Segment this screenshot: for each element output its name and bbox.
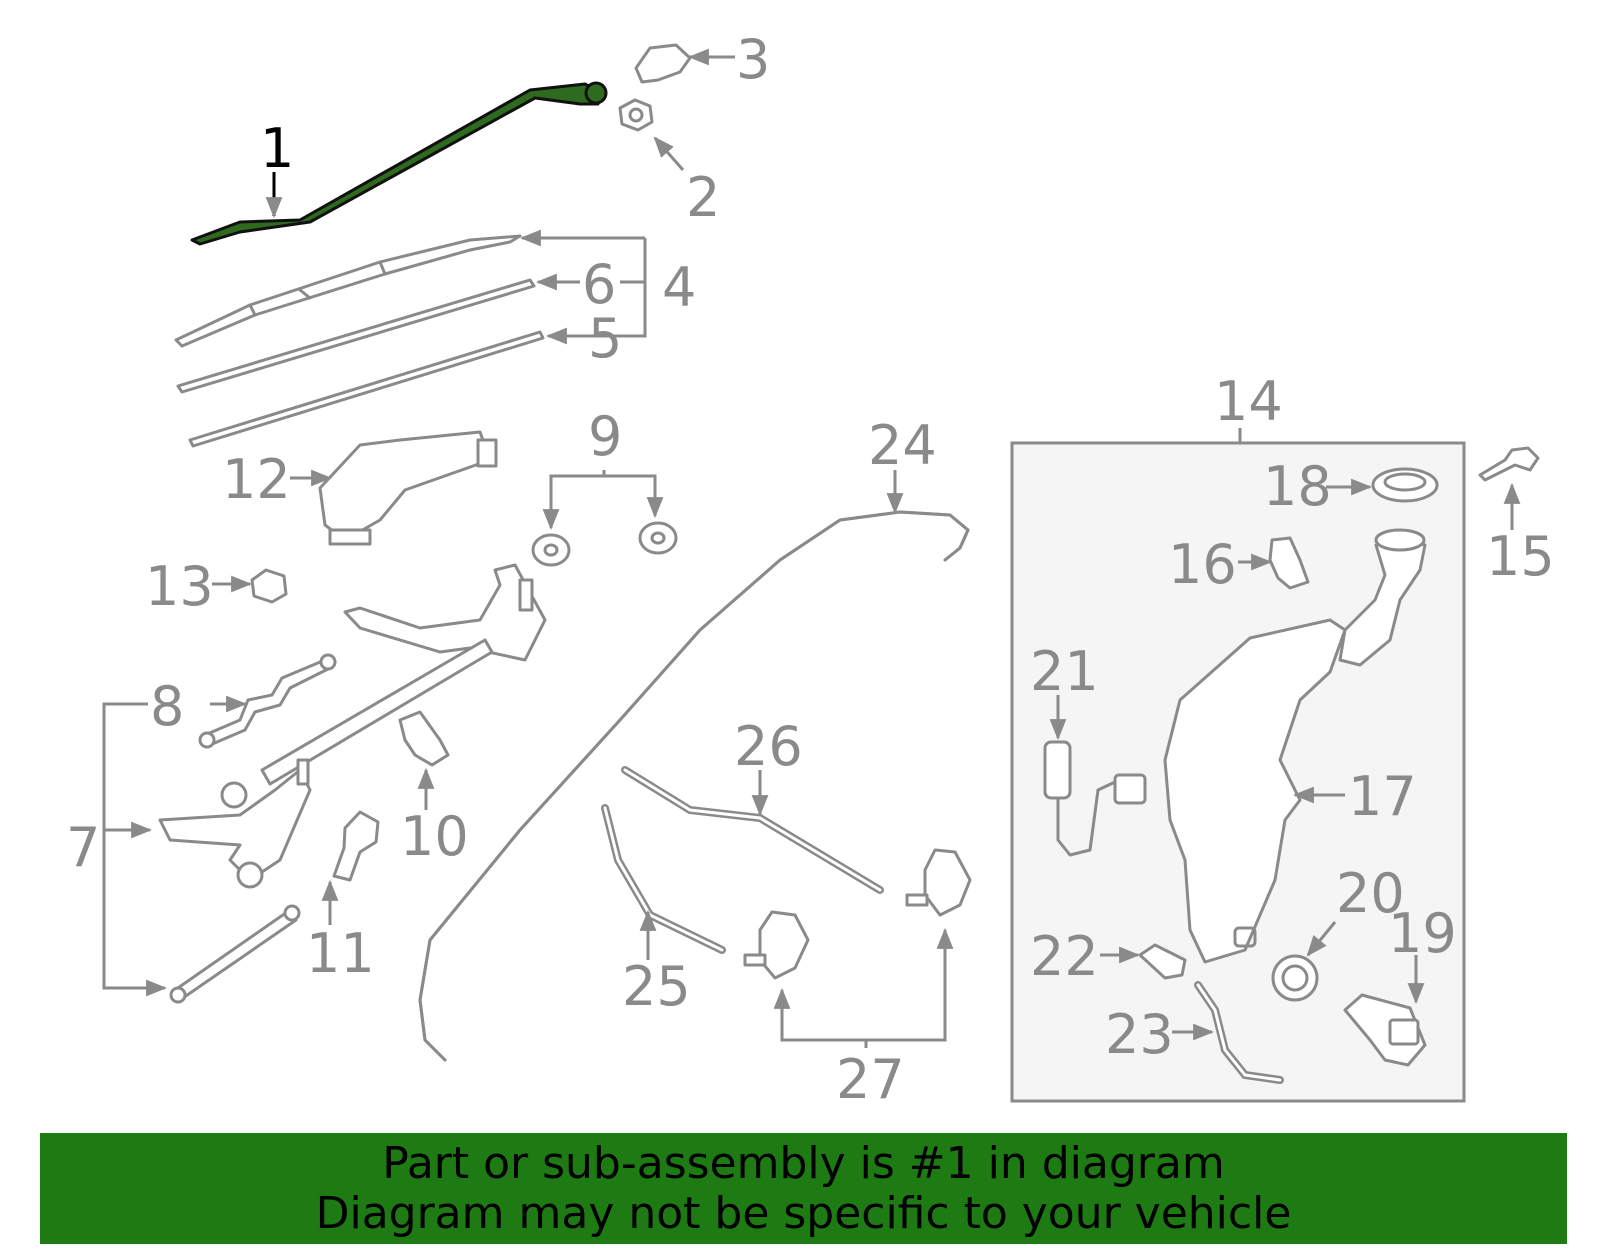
callout-25: 25 xyxy=(622,955,691,1018)
callout-9: 9 xyxy=(588,405,622,468)
callout-15: 15 xyxy=(1486,525,1555,588)
callout-5: 5 xyxy=(588,307,622,370)
callout-1: 1 xyxy=(260,117,294,180)
callout-24: 24 xyxy=(868,414,937,477)
washer-nozzle-part-27 xyxy=(743,848,972,980)
banner-line-2: Diagram may not be specific to your vehi… xyxy=(315,1187,1292,1239)
link-rod-part-8 xyxy=(198,653,337,749)
grommet-part-9 xyxy=(531,521,678,567)
bolt-part-11 xyxy=(332,810,380,882)
callout-4: 4 xyxy=(662,256,696,319)
callout-19: 19 xyxy=(1388,902,1457,965)
callout-23: 23 xyxy=(1105,1003,1174,1066)
bolt-part-15 xyxy=(1478,446,1540,482)
banner-line-1: Part or sub-assembly is #1 in diagram xyxy=(382,1137,1225,1189)
callout-3: 3 xyxy=(736,28,770,91)
callout-14: 14 xyxy=(1214,370,1283,433)
parts-diagram: 1 3 2 6 4 5 12 9 xyxy=(66,28,1555,1111)
wiper-motor-part-12 xyxy=(318,430,498,546)
washer-hose-part-26 xyxy=(621,766,884,894)
info-banner: Part or sub-assembly is #1 in diagram Di… xyxy=(40,1133,1567,1244)
callout-17: 17 xyxy=(1348,765,1417,828)
callout-12: 12 xyxy=(222,448,291,511)
wiper-blade-part-4 xyxy=(174,234,522,348)
reservoir-cap-part-18 xyxy=(1371,467,1439,503)
callout-10: 10 xyxy=(400,805,469,868)
callout-8: 8 xyxy=(150,675,184,738)
washer-pump-part-19 xyxy=(1343,993,1427,1067)
nut-part-2 xyxy=(618,98,654,132)
level-sensor-part-21 xyxy=(1043,740,1147,857)
callout-20: 20 xyxy=(1336,862,1405,925)
callout-16: 16 xyxy=(1168,533,1237,596)
callout-22: 22 xyxy=(1030,925,1099,988)
grommet-part-20 xyxy=(1271,954,1319,1002)
cap-part-3 xyxy=(634,43,692,84)
wiper-linkage-part-7 xyxy=(158,563,547,1004)
callout-6: 6 xyxy=(582,253,616,316)
callout-2: 2 xyxy=(686,166,720,229)
callout-11: 11 xyxy=(306,922,375,985)
washer-reservoir-part-17 xyxy=(1163,528,1427,964)
callout-7: 7 xyxy=(66,816,100,879)
blade-rubber-part-5 xyxy=(188,330,545,448)
callout-21: 21 xyxy=(1030,640,1099,703)
callout-26: 26 xyxy=(734,715,803,778)
bolt-part-10 xyxy=(398,710,450,767)
grommet-part-22 xyxy=(1138,943,1187,980)
blade-insert-part-6 xyxy=(176,278,536,394)
wiper-arm-part-1[interactable] xyxy=(190,81,608,246)
nut-part-13 xyxy=(250,568,288,604)
callout-27: 27 xyxy=(836,1048,905,1111)
washer-hose-part-25 xyxy=(601,804,726,954)
callout-13: 13 xyxy=(145,555,214,618)
callout-18: 18 xyxy=(1263,455,1332,518)
